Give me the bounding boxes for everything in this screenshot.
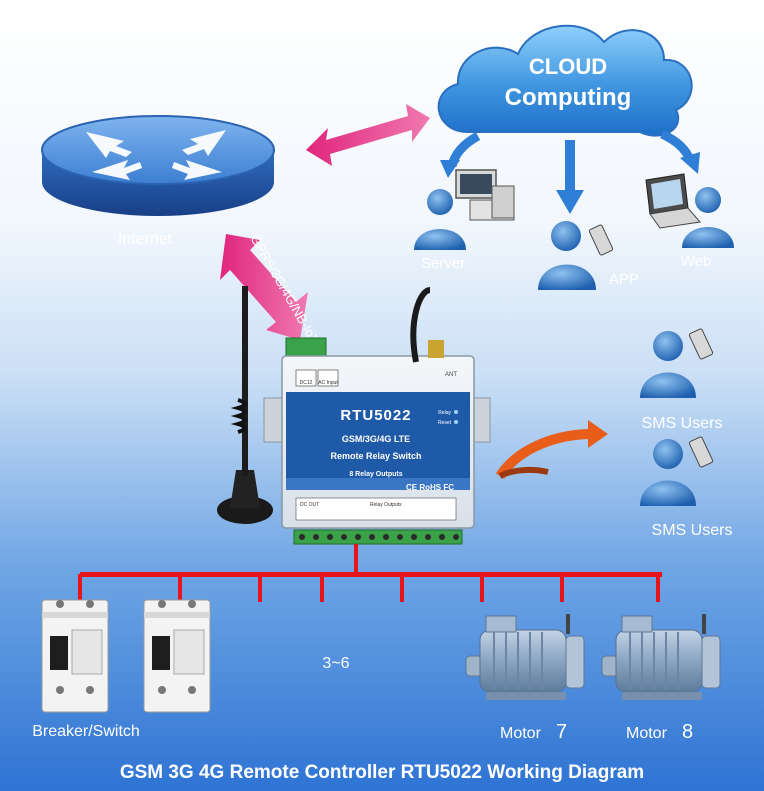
device-bottom-label-2: Relay Outputs — [370, 502, 402, 508]
diagram-title: GSM 3G 4G Remote Controller RTU5022 Work… — [120, 762, 644, 783]
breaker-icon-2 — [143, 599, 211, 713]
internet-router-icon — [41, 115, 275, 216]
sms-users-label-1: SMS Users — [642, 415, 723, 432]
output-wiring — [78, 544, 662, 602]
device-bottom-label-1: DC OUT — [300, 502, 319, 508]
motor-icon-8 — [601, 614, 721, 700]
gprs-link-arrow — [220, 234, 308, 340]
range-label: 3~6 — [322, 655, 349, 672]
device-ant-label: ANT — [445, 372, 457, 378]
sms-send-arrow — [495, 420, 608, 479]
motor-8-number: 8 — [682, 721, 693, 743]
app-user-icon — [538, 221, 614, 290]
device-cert-marks: CE RoHS FC — [406, 483, 454, 492]
device-model: RTU5022 — [340, 407, 411, 424]
server-label: Server — [421, 255, 465, 272]
device-led-relay: Relay — [438, 410, 451, 416]
breaker-label: Breaker/Switch — [32, 723, 140, 740]
server-user-icon — [414, 169, 515, 250]
motor-icon-7 — [465, 614, 585, 700]
antenna-icon — [217, 286, 273, 524]
led-relay-indicator — [454, 410, 458, 414]
device-line-1: GSM/3G/4G LTE — [342, 434, 410, 444]
device-line-2: Remote Relay Switch — [330, 451, 421, 461]
cloud-distribution-arrows — [440, 129, 700, 214]
cloud-subtitle: Computing — [505, 84, 632, 111]
sms-user-icon-1 — [640, 328, 714, 398]
web-user-icon — [645, 173, 734, 248]
sms-user-icon-2 — [640, 436, 714, 506]
rtu5022-device — [263, 287, 491, 545]
breaker-icon-1 — [41, 599, 109, 713]
cloud-icon — [437, 24, 693, 137]
motor-7-label: Motor — [500, 725, 542, 742]
cloud-title: CLOUD — [529, 54, 607, 79]
router-cloud-arrow — [306, 104, 430, 166]
internet-label: Internet — [118, 231, 173, 248]
device-line-3: 8 Relay Outputs — [349, 471, 402, 478]
app-label: APP — [609, 271, 639, 288]
motor-8-label: Motor — [626, 725, 668, 742]
motor-7-number: 7 — [556, 721, 567, 743]
sms-users-label-2: SMS Users — [652, 522, 733, 539]
device-top-label-1: DC12 — [300, 380, 313, 386]
led-reset-indicator — [454, 420, 458, 424]
web-label: Web — [681, 253, 712, 270]
device-led-reset: Reset — [438, 420, 452, 426]
device-top-label-2: AC Input — [318, 380, 338, 386]
